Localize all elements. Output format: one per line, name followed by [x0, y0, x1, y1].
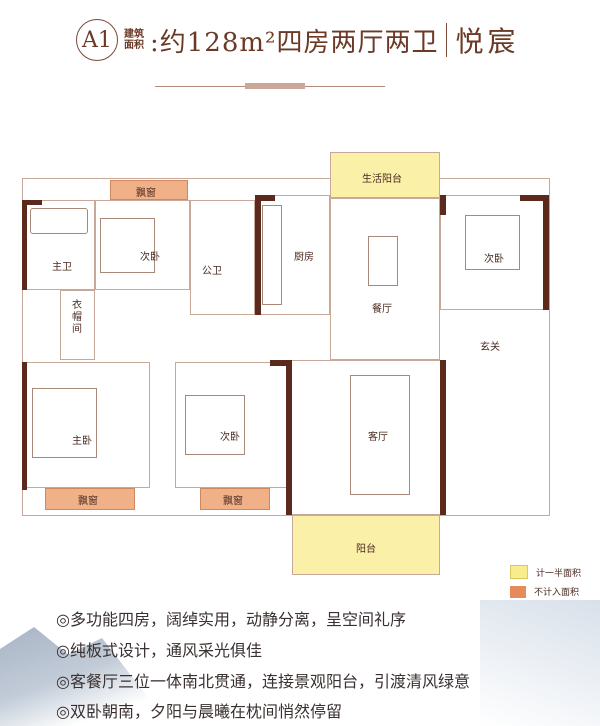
plan-title: A1 建筑面积 :约128m²四房两厅两卫 悦宸	[76, 18, 519, 62]
bathtub-icon	[30, 208, 88, 234]
wall	[543, 195, 549, 310]
legend-half-area: 计一半面积	[510, 565, 581, 579]
public-bath-label: 公卫	[202, 266, 222, 277]
master-bedroom	[22, 362, 150, 488]
feature-item: ◎纯板式设计，通风采光俱佳	[56, 641, 262, 660]
floor-plan: 飘窗 主卫 次卧 公卫 厨房 生活阳台 餐厅 次卧 玄关 衣帽间 主卧 飘窗 次…	[22, 152, 550, 575]
bed-icon	[185, 395, 245, 455]
dining	[330, 198, 440, 360]
legend-label: 不计入面积	[534, 588, 580, 598]
wall	[22, 200, 42, 205]
bay-window-label: 飘窗	[136, 188, 156, 199]
area-label: 建筑面积	[124, 29, 148, 51]
wall	[440, 195, 446, 215]
area-label-1: 建筑	[124, 29, 144, 40]
bay-window-top	[110, 180, 188, 200]
kitchen	[255, 195, 330, 315]
legend-label: 计一半面积	[536, 568, 582, 579]
wall	[255, 195, 261, 315]
bed-icon	[465, 215, 520, 270]
entrance-label: 玄关	[480, 342, 500, 353]
dining-label: 餐厅	[372, 304, 392, 315]
feature-item: ◎双卧朝南，夕阳与晨曦在枕间悄然停留	[56, 702, 342, 721]
legend-swatch	[510, 565, 528, 579]
wall	[520, 195, 548, 201]
bay-window-master	[45, 488, 135, 510]
wall	[286, 360, 292, 515]
public-bath	[190, 200, 255, 315]
area-label-2: 面积	[124, 40, 144, 51]
legend-swatch	[510, 585, 526, 598]
bedroom-northeast	[440, 195, 548, 310]
bedroom-label-2: 次卧	[484, 254, 504, 265]
bed-icon	[32, 388, 97, 458]
dining-table-icon	[368, 236, 398, 286]
utility-balcony-label: 生活阳台	[362, 174, 402, 185]
feature-item: ◎多功能四房，阔绰实用，动静分离，呈空间礼序	[56, 610, 406, 629]
wall	[22, 362, 27, 490]
bedroom-label-1: 次卧	[140, 252, 160, 263]
master-bath-label: 主卫	[52, 262, 72, 273]
bedroom-south	[175, 362, 290, 488]
decorative-rule	[155, 83, 385, 89]
master-bath	[22, 200, 95, 290]
wall	[22, 200, 27, 290]
living-room	[290, 360, 445, 515]
balcony	[292, 515, 440, 575]
bay-window-label: 飘窗	[78, 496, 98, 507]
kitchen-label: 厨房	[294, 252, 314, 263]
bedroom-north	[95, 200, 190, 290]
unit-badge: A1	[76, 19, 118, 61]
counter-icon	[262, 205, 282, 305]
wall	[255, 195, 275, 201]
area-text: :约128m²四房两厅两卫	[150, 27, 439, 58]
wall	[270, 360, 290, 366]
project-name: 悦宸	[455, 25, 520, 58]
bed-icon	[100, 218, 155, 273]
closet-label: 衣帽间	[72, 300, 82, 335]
balcony-label: 阳台	[356, 544, 376, 555]
living-label: 客厅	[368, 432, 388, 443]
bay-window-south	[200, 488, 270, 510]
utility-balcony	[330, 152, 440, 198]
mist-decoration	[480, 600, 600, 726]
bedroom-label-3: 次卧	[220, 432, 240, 443]
feature-item: ◎客餐厅三位一体南北贯通，连接景观阳台，引渡清风绿意	[56, 672, 470, 691]
wall	[440, 360, 446, 515]
closet	[60, 290, 95, 360]
legend-excluded-area: 不计入面积	[510, 585, 579, 598]
bay-window-label: 飘窗	[223, 496, 243, 507]
sofa-icon	[350, 375, 410, 495]
master-bedroom-label: 主卧	[72, 436, 92, 447]
title-divider	[446, 23, 448, 57]
